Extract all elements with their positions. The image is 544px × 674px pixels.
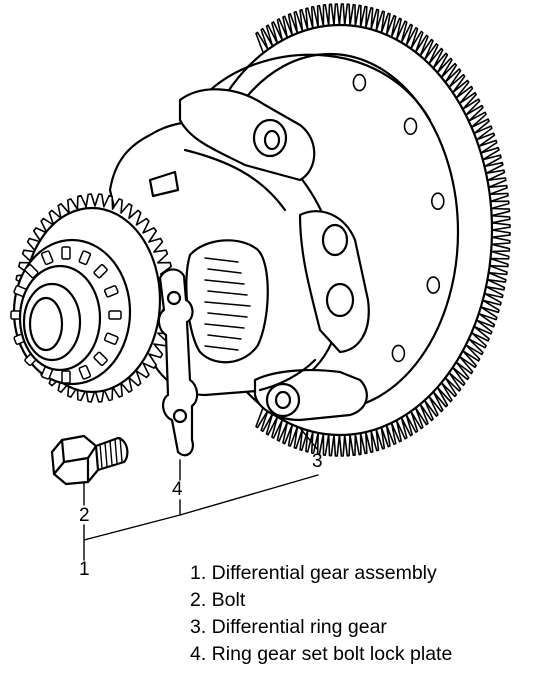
bearing-bore-inner [28,296,64,352]
pinion-tooth [204,279,245,285]
bearing-roller [93,351,108,366]
bearing-roller [108,310,122,320]
leader-3-horizontal [179,474,319,516]
pinion-gear-teeth [204,257,251,351]
ring-gear-bolt-hole [352,73,367,92]
bearing-roller [40,250,54,266]
bolt-thread [109,440,113,466]
bearing-roller [61,246,71,260]
case-boss-right [321,223,349,257]
legend-item-1: 1. Differential gear assembly [190,562,437,584]
legend-item-2: 2. Bolt [190,589,246,611]
lock-plate-hole-top [166,290,182,306]
side-gear [10,193,176,403]
parts-legend: 1. Differential gear assembly 2. Bolt 3.… [190,560,452,668]
bearing-roller [78,364,92,380]
case-boss-top [252,118,288,158]
case-lug [148,170,180,198]
ring-gear-face-edge [203,53,432,122]
case-contour-2 [258,358,317,392]
ring-gear-bolt-hole [403,117,418,136]
bearing-roller [103,285,119,298]
bearing-roller [78,250,92,266]
leader-1-bracket [83,514,181,541]
lock-plate-hole-bottom [172,408,188,424]
case-flange-upper [178,88,316,182]
bearing-roller [103,332,119,345]
pinion-tooth [207,290,248,296]
bearing-inner-race [18,264,102,372]
callout-1: 1 [79,559,90,580]
leader-lines [83,427,319,561]
bolt-thread [114,438,118,464]
callout-4: 4 [172,479,183,500]
pinion-tooth [207,268,242,274]
case-window [185,239,269,364]
legend-item-4: 4. Ring gear set bolt lock plate [190,643,453,665]
leader-3 [299,427,319,451]
bearing-roller [61,370,71,384]
lock-plate-outline [157,268,199,457]
case-contour-1 [183,148,287,212]
bearing-bore [22,282,82,362]
ring-gear-bolt-hole [430,192,445,210]
pinion-tooth [207,334,242,340]
bolt-head-edge [52,438,98,484]
ring-gear-bolt-hole [391,344,406,363]
bolt-thread [104,441,108,468]
bolt-thread [119,436,123,463]
lock-plate [157,268,199,457]
pinion-tooth [204,257,239,263]
pinion-tooth [204,345,239,351]
bolt-threads [99,436,123,469]
case-boss-right-lower [325,282,355,318]
bearing-roller [93,264,108,279]
callout-2: 2 [79,505,90,526]
pinion-tooth [204,323,245,329]
case-boss-bottom [265,382,301,418]
bolt [50,434,129,486]
case-flange-right [298,210,370,354]
case-boss-top-hole [263,129,281,151]
bolt-shank [94,436,129,472]
pinion-tooth [204,301,251,307]
bolt-thread [99,443,103,469]
case-boss-bottom-hole [274,390,292,410]
callout-3: 3 [312,451,323,472]
pinion-tooth [207,312,248,318]
ring-gear-bolt-hole [426,276,441,294]
legend-item-3: 3. Differential ring gear [190,616,387,638]
